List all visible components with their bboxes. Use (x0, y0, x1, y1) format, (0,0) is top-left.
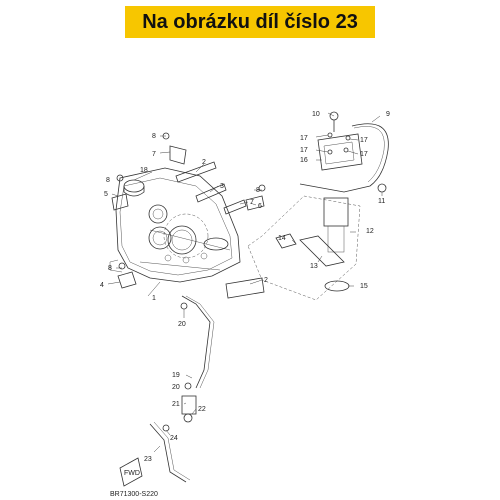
label-3: 3 (220, 183, 224, 190)
label-20-bottom: 20 (172, 384, 180, 391)
label-20-top: 20 (178, 321, 186, 328)
label-8-right: 8 (256, 187, 260, 194)
label-7-left: 7 (152, 151, 156, 158)
label-8-top: 8 (152, 133, 156, 140)
label-15: 15 (360, 283, 368, 290)
label-14: 14 (278, 235, 286, 242)
label-7-right: 7 (250, 199, 254, 206)
label-24: 24 (170, 435, 178, 442)
label-16: 16 (300, 157, 308, 164)
banner-text: Na obrázku díl číslo 23 (142, 10, 358, 33)
title-banner: Na obrázku díl číslo 23 (125, 6, 375, 38)
label-17-d: 17 (360, 151, 368, 158)
breather-hose (149, 295, 215, 483)
bolts (116, 132, 266, 270)
label-21: 21 (172, 401, 180, 408)
label-17-c: 17 (360, 137, 368, 144)
label-13: 13 (310, 263, 318, 270)
fuel-tank (109, 167, 241, 283)
label-2-top: 2 (202, 159, 206, 166)
label-8-left: 8 (106, 177, 110, 184)
brackets (111, 145, 265, 299)
label-22: 22 (198, 406, 206, 413)
part-labels: 1 2 2 3 4 5 6 7 7 8 8 8 8 9 10 11 12 13 … (100, 111, 390, 463)
label-8-bottom: 8 (108, 265, 112, 272)
label-12: 12 (366, 228, 374, 235)
label-17-b: 17 (300, 147, 308, 154)
label-11: 11 (378, 198, 385, 205)
label-9: 9 (386, 111, 390, 118)
label-10: 10 (312, 111, 320, 118)
label-4: 4 (100, 282, 104, 289)
leader-lines (107, 112, 383, 453)
diagram-code: BR71300-S220 (110, 491, 158, 498)
label-2-bottom: 2 (264, 277, 268, 284)
label-18: 18 (140, 167, 148, 174)
label-19: 19 (172, 372, 180, 379)
label-6: 6 (258, 203, 262, 210)
label-1: 1 (152, 295, 156, 302)
forward-indicator: FWD (119, 457, 143, 487)
fwd-text: FWD (124, 470, 140, 477)
label-17-a: 17 (300, 135, 308, 142)
label-23: 23 (144, 456, 152, 463)
label-5: 5 (104, 191, 108, 198)
